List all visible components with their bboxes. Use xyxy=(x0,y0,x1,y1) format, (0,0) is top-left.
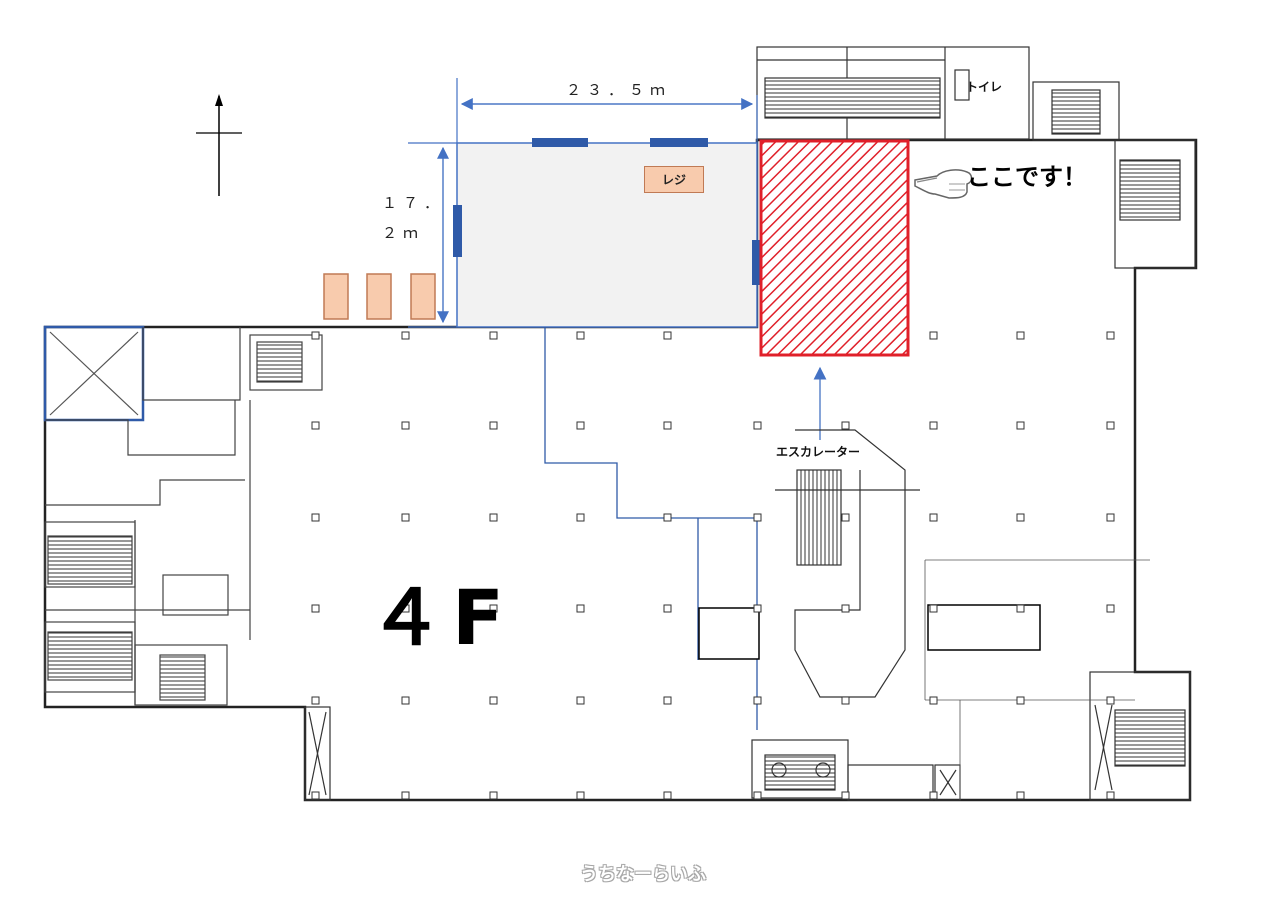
column-marker xyxy=(311,513,320,522)
column-marker xyxy=(311,421,320,430)
column-marker xyxy=(489,513,498,522)
column-marker xyxy=(841,513,850,522)
column-marker xyxy=(753,791,762,800)
height-dimension-label-2: ２ｍ xyxy=(382,224,425,242)
escalator-area xyxy=(751,429,961,801)
watermark: うちなーらいふ xyxy=(580,864,706,885)
column-marker xyxy=(576,421,585,430)
column-marker xyxy=(1106,331,1115,340)
column-marker xyxy=(311,604,320,613)
fixture-left xyxy=(698,607,760,660)
callout-label: ここです！ xyxy=(967,163,1087,191)
column-marker xyxy=(1106,696,1115,705)
column-marker xyxy=(929,696,938,705)
column-marker xyxy=(929,513,938,522)
column-marker xyxy=(489,604,498,613)
column-marker xyxy=(401,604,410,613)
thin-grid-lines xyxy=(924,559,1150,800)
column-marker xyxy=(663,513,672,522)
shop-area xyxy=(456,142,758,328)
column-marker xyxy=(929,331,938,340)
column-marker xyxy=(841,791,850,800)
column-marker xyxy=(929,421,938,430)
column-marker xyxy=(311,791,320,800)
column-marker xyxy=(576,331,585,340)
column-marker xyxy=(753,421,762,430)
register-label: レジ xyxy=(661,173,686,187)
column-marker xyxy=(1106,421,1115,430)
highlighted-location xyxy=(759,139,910,357)
shop-windows xyxy=(453,138,761,285)
top-service-block xyxy=(756,46,1120,141)
column-marker xyxy=(1106,513,1115,522)
column-marker xyxy=(311,696,320,705)
pointing-hand-icon xyxy=(914,169,973,199)
right-stair-block xyxy=(1089,139,1196,801)
column-marker xyxy=(753,604,762,613)
bottom-left-shaft xyxy=(304,706,331,801)
height-dimension-label-1: １７． xyxy=(382,194,446,212)
outside-boxes xyxy=(323,273,436,320)
column-marker xyxy=(489,331,498,340)
escalator-label: エスカレーター xyxy=(776,445,861,459)
column-marker xyxy=(576,696,585,705)
column-marker xyxy=(753,513,762,522)
column-marker xyxy=(663,604,672,613)
column-marker xyxy=(1016,604,1025,613)
column-marker xyxy=(663,696,672,705)
column-marker xyxy=(489,696,498,705)
toilet-label: トイレ xyxy=(966,80,1003,94)
walkway-outline xyxy=(544,327,758,730)
column-marker xyxy=(401,421,410,430)
north-arrow-icon xyxy=(196,94,242,196)
column-marker xyxy=(753,696,762,705)
column-marker xyxy=(1016,421,1025,430)
column-marker xyxy=(1106,791,1115,800)
column-marker xyxy=(401,331,410,340)
column-marker xyxy=(576,604,585,613)
column-marker xyxy=(401,791,410,800)
column-marker xyxy=(1016,331,1025,340)
column-marker xyxy=(576,791,585,800)
column-marker xyxy=(489,421,498,430)
width-dimension-label: ２３．５ｍ xyxy=(566,81,672,99)
columns xyxy=(311,331,1115,800)
column-marker xyxy=(841,421,850,430)
floor-label: ４F xyxy=(368,573,512,662)
column-marker xyxy=(1106,604,1115,613)
column-marker xyxy=(841,604,850,613)
column-marker xyxy=(401,696,410,705)
dimension-lines xyxy=(408,78,758,328)
column-marker xyxy=(576,513,585,522)
column-marker xyxy=(489,791,498,800)
column-marker xyxy=(401,513,410,522)
column-marker xyxy=(311,331,320,340)
column-marker xyxy=(929,604,938,613)
column-marker xyxy=(1016,696,1025,705)
column-marker xyxy=(929,791,938,800)
column-marker xyxy=(1016,791,1025,800)
column-marker xyxy=(663,421,672,430)
left-rooms xyxy=(43,325,323,706)
column-marker xyxy=(663,331,672,340)
column-marker xyxy=(841,696,850,705)
register-box: レジ xyxy=(644,166,704,193)
column-marker xyxy=(1016,513,1025,522)
column-marker xyxy=(663,791,672,800)
